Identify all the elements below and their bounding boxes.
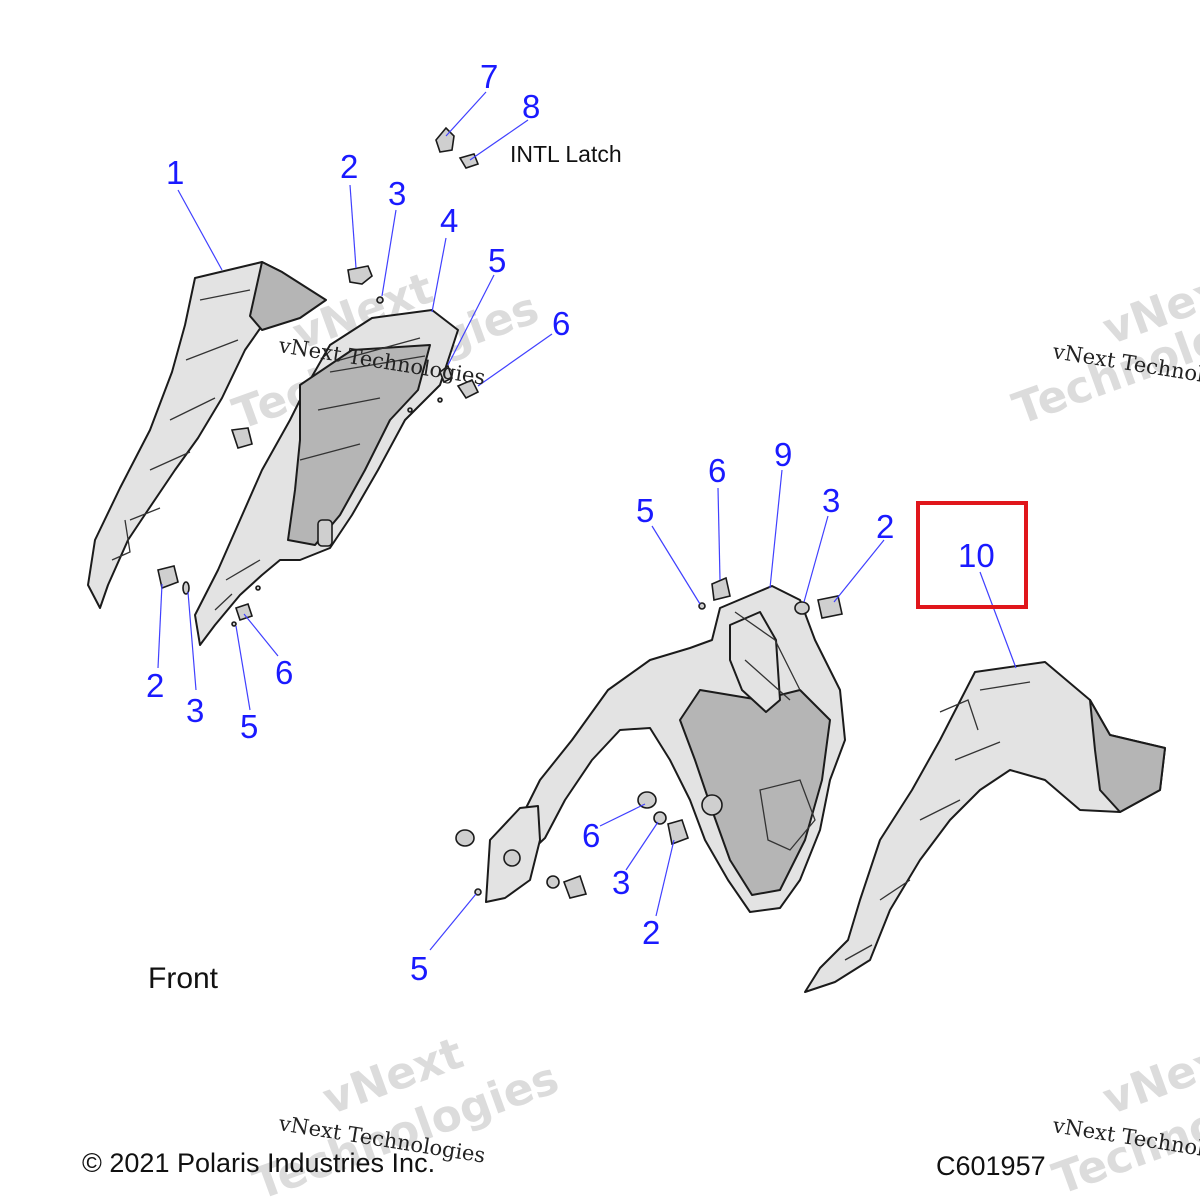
callout-8: 8: [522, 88, 540, 125]
callout-2: 2: [876, 508, 894, 545]
front-label: Front: [148, 962, 219, 995]
callout-6: 6: [582, 817, 600, 854]
callout-6: 6: [708, 452, 726, 489]
callout-1: 1: [166, 154, 184, 191]
callout-2: 2: [340, 148, 358, 185]
part-10-side-panel: [804, 661, 1166, 993]
bracket-left: [485, 805, 541, 903]
callout-7: 7: [480, 58, 498, 95]
highlight-box: [916, 501, 1028, 609]
callout-9: 9: [774, 436, 792, 473]
center-hardware: [455, 576, 843, 899]
leader-lines: [157, 91, 1017, 951]
diagram-code: C601957: [936, 1151, 1046, 1181]
callout-6: 6: [552, 305, 570, 342]
copyright-text: © 2021 Polaris Industries Inc.: [82, 1148, 435, 1178]
callout-3: 3: [612, 864, 630, 901]
part-1-side-panel: [87, 261, 327, 609]
callout-5: 5: [636, 492, 654, 529]
part-9-fascia: [519, 585, 846, 913]
callout-2: 2: [146, 667, 164, 704]
callout-10: 10: [958, 537, 995, 574]
callout-3: 3: [186, 692, 204, 729]
callout-2: 2: [642, 914, 660, 951]
intl-latch-label: INTL Latch: [510, 141, 622, 167]
callout-3: 3: [822, 482, 840, 519]
callout-group: 1 2 3 4 5 6 7 8 2 3 5 6 6 9 3 2 5 6 3 2 …: [146, 58, 995, 987]
callout-3: 3: [388, 175, 406, 212]
part-4-inner-panel: [194, 309, 459, 646]
callout-6: 6: [275, 654, 293, 691]
callout-5: 5: [410, 950, 428, 987]
callout-5: 5: [488, 242, 506, 279]
callout-4: 4: [440, 202, 458, 239]
callout-5: 5: [240, 708, 258, 745]
